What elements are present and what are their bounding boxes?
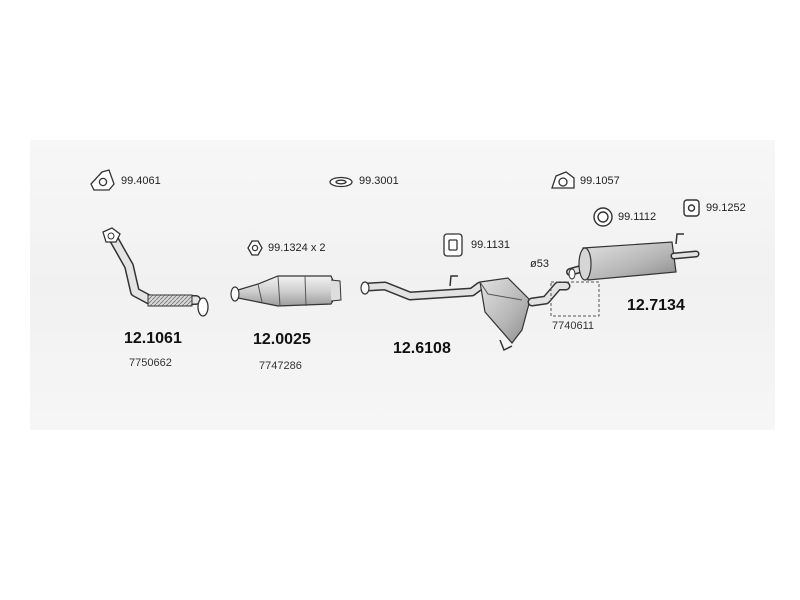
fitting-label-nut: 99.1324 x 2 [268, 242, 326, 254]
clamp-icon [551, 171, 575, 189]
part-number-middle-silencer: 12.6108 [393, 340, 451, 357]
fitting-label-gasket: 99.4061 [121, 175, 161, 187]
fitting-label-square-hanger: 99.1252 [706, 202, 746, 214]
mount-bracket-icon [443, 233, 463, 257]
gasket-triangle-icon [90, 169, 115, 191]
fitting-label-clamp: 99.1057 [580, 175, 620, 187]
flat-ring-icon [329, 176, 353, 188]
fitting-label-round-ring: 99.1112 [618, 211, 657, 223]
rear-silencer-drawing [566, 233, 700, 281]
fitting-label-mount-bracket: 99.1131 [471, 239, 510, 251]
fitting-label-flat-ring: 99.3001 [359, 175, 399, 187]
nut-icon [247, 240, 263, 256]
part-number-catalyst: 12.0025 [253, 331, 311, 348]
middle-silencer-drawing [360, 275, 571, 352]
oem-number-catalyst: 7747286 [259, 360, 302, 372]
round-ring-icon [593, 207, 613, 227]
front-pipe-drawing [102, 227, 209, 317]
pipe-diameter-label: ø53 [530, 258, 549, 270]
part-number-front-pipe: 12.1061 [124, 330, 182, 347]
diagram-background-band [30, 140, 775, 430]
rear-mount-dashed-box [550, 281, 600, 317]
oem-number-front-pipe: 7750662 [129, 357, 172, 369]
oem-number-rear-mount: 7740611 [552, 320, 595, 332]
catalyst-drawing [230, 275, 342, 307]
square-hanger-icon [683, 199, 700, 217]
part-number-rear-silencer: 12.7134 [627, 297, 685, 314]
